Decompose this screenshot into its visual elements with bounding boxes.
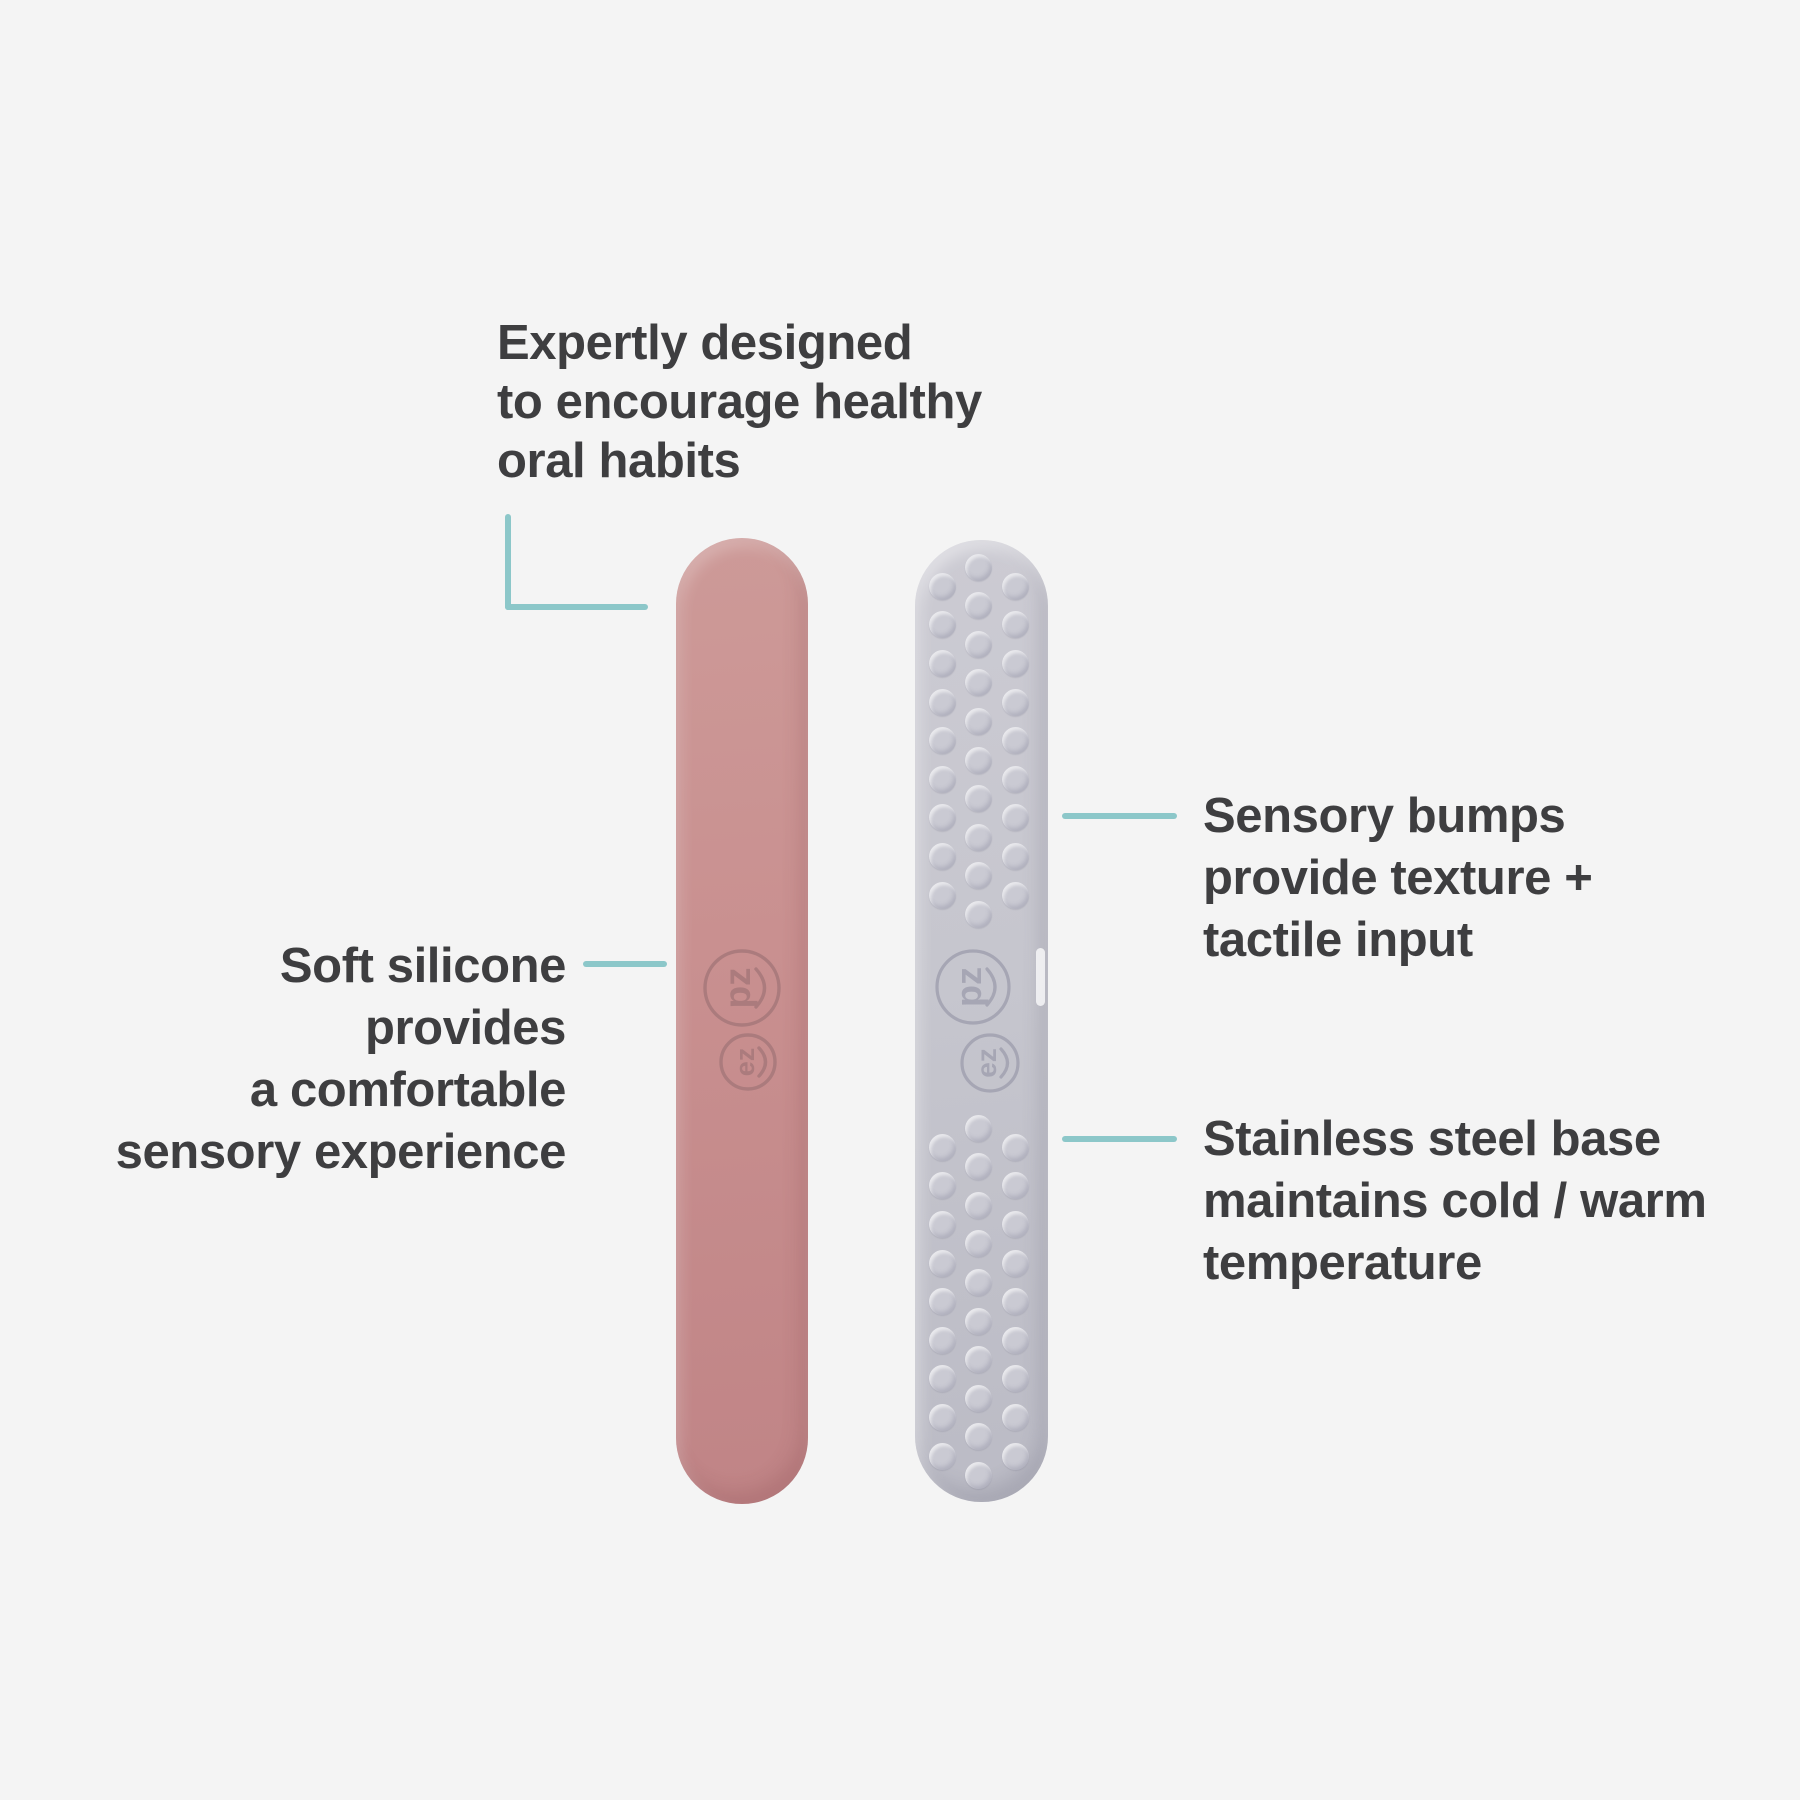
ezpz-smile-icon bbox=[999, 1047, 1010, 1079]
sensory-bump bbox=[965, 1191, 992, 1219]
ezpz-logo-text-pz: pz bbox=[948, 967, 989, 1007]
callout-connector-line bbox=[1062, 813, 1177, 819]
sensory-bump bbox=[1001, 1365, 1029, 1393]
stick-reflection-highlight bbox=[1036, 948, 1045, 1006]
sensory-bump bbox=[965, 592, 992, 620]
callout-line: Soft silicone bbox=[279, 939, 567, 993]
ezpz-logo-small-circle bbox=[719, 1033, 777, 1091]
sensory-bump bbox=[928, 727, 956, 755]
callout-line: sensory experience bbox=[115, 1125, 567, 1179]
callout-line: oral habits bbox=[497, 434, 741, 488]
callout-line: to encourage healthy bbox=[497, 375, 982, 429]
sensory-bump bbox=[928, 572, 956, 600]
sensory-bump bbox=[928, 1249, 956, 1277]
callout-line: provide texture + bbox=[1203, 851, 1593, 905]
sensory-bump bbox=[1001, 1326, 1029, 1354]
callout-line: Sensory bumps bbox=[1203, 789, 1566, 843]
callout-line: tactile input bbox=[1203, 913, 1473, 967]
sensory-bump bbox=[928, 688, 956, 716]
callout-connector-horizontal-line bbox=[505, 604, 648, 610]
sensory-bump bbox=[1001, 804, 1029, 832]
callout-expertly-designed: Expertly designed to encourage healthy o… bbox=[497, 314, 982, 491]
sensory-bump bbox=[1001, 843, 1029, 870]
sensory-bump bbox=[965, 746, 992, 774]
sensory-bump bbox=[965, 1307, 992, 1335]
callout-line: temperature bbox=[1203, 1236, 1482, 1290]
sensory-bump bbox=[928, 765, 956, 793]
callout-soft-silicone: Soft silicone provides a comfortable sen… bbox=[115, 935, 567, 1183]
sensory-bump bbox=[928, 1365, 956, 1393]
sensory-bump bbox=[928, 650, 956, 677]
sensory-bump bbox=[965, 1230, 992, 1258]
sensory-bump bbox=[928, 1326, 956, 1354]
teether-stick-gray-sensory-bumps: pz ez bbox=[915, 540, 1048, 1502]
sensory-bump bbox=[965, 1423, 992, 1451]
callout-connector-vertical-line bbox=[505, 514, 511, 610]
ezpz-logo-emboss: pz ez bbox=[703, 949, 781, 1091]
sensory-bump bbox=[1001, 1404, 1029, 1431]
callout-connector-line bbox=[1062, 1136, 1177, 1142]
sensory-bump bbox=[1001, 572, 1029, 600]
sensory-bump bbox=[1001, 1172, 1029, 1200]
ezpz-logo-small-circle bbox=[960, 1033, 1020, 1093]
sensory-bump bbox=[928, 843, 956, 870]
callout-connector-line bbox=[583, 961, 667, 967]
sensory-bump bbox=[965, 1153, 992, 1181]
callout-sensory-bumps: Sensory bumps provide texture + tactile … bbox=[1203, 785, 1593, 971]
sensory-bump bbox=[965, 669, 992, 697]
sensory-bump bbox=[965, 1461, 992, 1489]
ezpz-smile-icon bbox=[985, 967, 997, 1007]
sensory-bump bbox=[965, 785, 992, 813]
sensory-bump bbox=[1001, 1249, 1029, 1277]
callout-line: maintains cold / warm bbox=[1203, 1174, 1707, 1228]
sensory-bump bbox=[1001, 1442, 1029, 1470]
sensory-bump bbox=[1001, 1211, 1029, 1238]
sensory-bump bbox=[928, 1442, 956, 1470]
ezpz-logo-large-circle bbox=[703, 949, 781, 1027]
sensory-bump bbox=[928, 804, 956, 832]
sensory-bump bbox=[928, 1288, 956, 1316]
sensory-bump bbox=[1001, 650, 1029, 677]
sensory-bump bbox=[1001, 1288, 1029, 1316]
sensory-bump bbox=[965, 1384, 992, 1412]
ezpz-logo-large-circle bbox=[935, 949, 1011, 1025]
callout-line: provides bbox=[364, 1001, 566, 1055]
sensory-bump bbox=[965, 1268, 992, 1296]
sensory-bump bbox=[928, 881, 956, 909]
callout-line: a comfortable bbox=[249, 1063, 567, 1117]
sensory-bump bbox=[965, 823, 992, 851]
sensory-bump bbox=[1001, 688, 1029, 716]
sensory-bump bbox=[1001, 1133, 1029, 1161]
callout-stainless-steel-base: Stainless steel base maintains cold / wa… bbox=[1203, 1108, 1707, 1294]
sensory-bump bbox=[965, 707, 992, 735]
ezpz-logo-emboss: pz ez bbox=[935, 949, 1020, 1093]
sensory-bump bbox=[928, 1211, 956, 1238]
callout-line: Stainless steel base bbox=[1203, 1112, 1661, 1166]
sensory-bump bbox=[965, 1346, 992, 1374]
sensory-bump bbox=[928, 1133, 956, 1161]
sensory-bump bbox=[1001, 881, 1029, 909]
sensory-bump bbox=[965, 862, 992, 890]
ezpz-logo-text-pz: pz bbox=[717, 967, 758, 1008]
callout-line: Expertly designed bbox=[497, 316, 913, 370]
sensory-bump bbox=[965, 1114, 992, 1142]
ezpz-smile-icon bbox=[757, 1046, 768, 1078]
teether-stick-pink: pz ez bbox=[676, 538, 808, 1504]
sensory-bump bbox=[1001, 765, 1029, 793]
sensory-bump bbox=[1001, 611, 1029, 639]
ezpz-logo-text-ez: ez bbox=[730, 1048, 760, 1077]
ezpz-logo-text-ez: ez bbox=[971, 1048, 1002, 1078]
sensory-bump bbox=[965, 900, 992, 928]
ezpz-smile-icon bbox=[754, 967, 767, 1009]
sensory-bump bbox=[928, 1172, 956, 1200]
sensory-bump bbox=[928, 611, 956, 639]
sensory-bump bbox=[965, 553, 992, 581]
sensory-bump bbox=[928, 1404, 956, 1431]
sensory-bump bbox=[965, 630, 992, 658]
sensory-bump bbox=[1001, 727, 1029, 755]
